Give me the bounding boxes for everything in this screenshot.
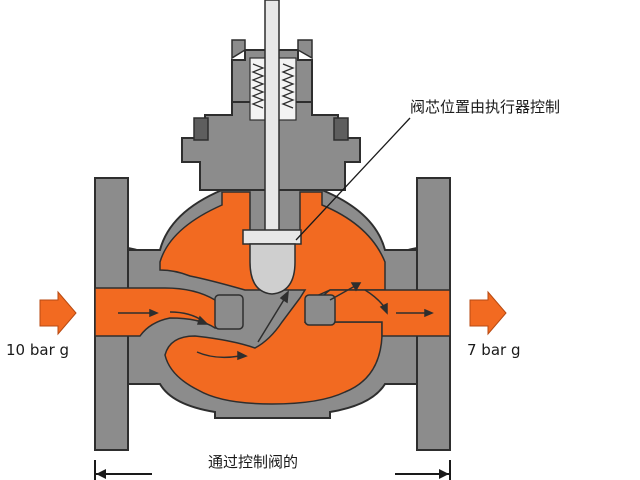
- yoke-tab-left: [231, 39, 246, 60]
- packing-spring-left: [251, 63, 265, 109]
- dimension-arrow-right: [439, 469, 449, 479]
- outlet-pressure-label: 7 bar g: [467, 341, 520, 359]
- inlet-arrow-icon: [39, 290, 77, 336]
- valve-stem: [264, 0, 280, 237]
- yoke-tab-right: [297, 39, 313, 60]
- packing-spring-right: [281, 63, 295, 109]
- plug-position-label: 阀芯位置由执行器控制: [410, 98, 560, 116]
- seat-right: [304, 294, 336, 326]
- flow-through-label: 通过控制阀的: [208, 453, 298, 471]
- flow-arrows: [118, 282, 434, 361]
- plug-leader-line: [295, 117, 411, 241]
- inlet-pressure-label: 10 bar g: [6, 341, 69, 359]
- fluid-chamber: [159, 191, 386, 405]
- outlet-arrow-icon: [469, 290, 507, 336]
- plug-collar: [242, 229, 302, 245]
- valve-plug: [249, 243, 296, 295]
- bolt-left: [193, 117, 209, 141]
- bolt-right: [333, 117, 349, 141]
- dimension-arrow-left: [96, 469, 106, 479]
- seat-left: [214, 294, 244, 330]
